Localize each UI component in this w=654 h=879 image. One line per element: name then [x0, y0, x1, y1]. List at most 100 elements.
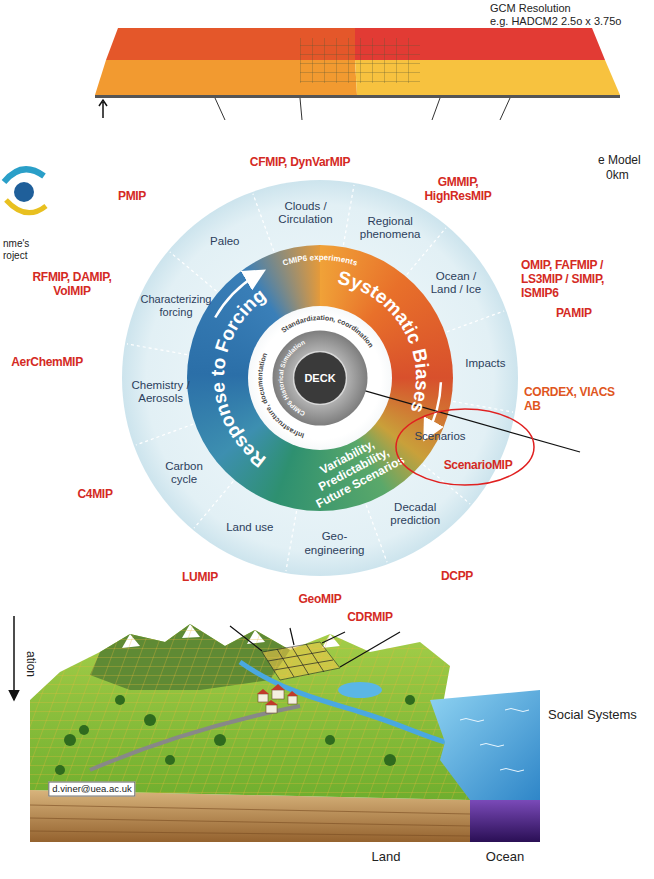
programme-logo-part — [6, 200, 46, 213]
landscape-block-part — [30, 805, 470, 836]
segment-label: Characterizing forcing — [131, 293, 221, 318]
landscape-block-part-part — [288, 696, 297, 704]
segment-divider-part — [127, 344, 187, 355]
area-label: Social Systems — [548, 708, 637, 723]
landscape-block-part — [460, 709, 529, 772]
text-label: 0km — [606, 169, 629, 183]
landscape-block-part — [262, 642, 340, 680]
landscape-block-part — [30, 624, 470, 800]
historical-ring-outline-part — [273, 331, 368, 426]
segment-divider-part — [136, 424, 193, 445]
credit-label: d.viner@uea.ac.uk — [48, 782, 135, 797]
historical-ring: CMIP6 Historical SimulationDECK — [272, 330, 368, 426]
gcm-grid-slab-part — [215, 98, 510, 120]
text-label: e.g. HADCM2 2.5o x 3.75o — [490, 15, 621, 28]
deck-circle-outline-part — [294, 352, 347, 405]
landscape-block-part-part — [115, 695, 125, 705]
segment-label: Chemistry / Aerosols — [128, 379, 194, 405]
landscape-block-part-part — [64, 734, 76, 746]
highlight-ellipse: ScenariosScenarioMIP — [395, 408, 535, 486]
landscape-block-part — [268, 644, 333, 677]
landscape-block-part-part — [258, 694, 268, 702]
landscape-block-part-part — [405, 695, 415, 705]
mip-label: GMMIP, HighResMIP — [418, 176, 498, 204]
landscape-block-part-part — [266, 705, 277, 713]
landscape-block-part-part — [214, 734, 226, 746]
mip-label: OMIP, FAFMIP / LS3MIP / SIMIP, ISMIP6 — [521, 259, 627, 300]
programme-logo — [4, 169, 46, 212]
landscape-block-part-part — [325, 735, 335, 745]
segment-label: Paleo — [210, 235, 239, 248]
landscape-block-part-part — [271, 684, 285, 690]
mip-label: ScenarioMIP — [444, 459, 513, 473]
gcm-grid-slab-part — [300, 38, 420, 83]
mip-label: C4MIP — [77, 488, 112, 502]
landscape-block-part — [338, 682, 382, 698]
axis-label: ation — [23, 651, 37, 677]
landscape-block-part — [90, 706, 300, 770]
landscape-block-part — [230, 626, 400, 667]
segment-label: Impacts — [465, 357, 505, 370]
segment-divider-part — [170, 252, 217, 291]
text-label: GCM Resolution — [490, 2, 571, 15]
area-label: Ocean — [486, 850, 524, 865]
area-label: Land — [372, 850, 401, 865]
landscape-block-part — [55, 695, 415, 775]
programme-logo-part — [14, 182, 34, 202]
landscape-block-part-part — [287, 691, 298, 696]
mip-label: RFMIP, DAMIP, VolMIP — [27, 271, 117, 299]
segment-label: Ocean / Land / Ice — [428, 270, 484, 296]
segment-label: Carbon cycle — [160, 460, 208, 486]
landscape-block-part-part — [79, 725, 89, 735]
mip-label: PAMIP — [556, 307, 592, 321]
segment-divider-part — [366, 505, 387, 562]
text-label: nme's — [3, 238, 29, 250]
mip-label: PMIP — [118, 190, 146, 204]
deck-text: DECK — [293, 351, 347, 405]
landscape-block-part — [258, 690, 297, 713]
landscape-block-part-part — [144, 714, 156, 726]
segment-divider-part — [343, 185, 354, 245]
mip-label: CORDEX, VIACS AB — [524, 386, 624, 414]
segment-label: Scenarios — [414, 430, 465, 443]
landscape-block-part-part — [165, 755, 175, 765]
band-caption-part: CMIP6 experiments — [282, 253, 359, 268]
segment-label: Geo-engineering — [299, 530, 369, 556]
landscape-block-part-part — [265, 700, 278, 705]
segment-label: Land use — [226, 522, 273, 535]
mip-label: CDRMIP — [347, 611, 393, 625]
gcm-grid-slab-part — [95, 95, 620, 98]
mip-label: AerChemMIP — [11, 356, 83, 370]
segment-label: Clouds / Circulation — [271, 199, 341, 225]
deck-circle: DECK — [293, 351, 347, 405]
programme-logo-part — [4, 169, 44, 182]
mip-label: GeoMIP — [299, 593, 342, 607]
landscape-block-part — [13, 616, 15, 700]
highlight-ellipse-outline-part — [396, 409, 534, 485]
segment-divider-part — [447, 311, 504, 332]
landscape-block-part-part — [257, 689, 269, 694]
segment-divider — [127, 185, 513, 571]
text-label: e Model — [598, 154, 641, 168]
mip-label: CFMIP, DynVarMIP — [250, 156, 350, 170]
segment-divider-part — [253, 194, 274, 251]
segment-label: Decadal prediction — [385, 501, 445, 527]
landscape-block-part — [470, 800, 540, 842]
mip-label: LUMIP — [182, 571, 218, 585]
landscape-block-part-part — [384, 754, 396, 766]
landscape-block-part — [430, 690, 540, 800]
segment-label: Regional phenomena — [355, 214, 425, 240]
segment-divider-part — [194, 481, 233, 528]
landscape-block-part-part — [272, 690, 284, 699]
gcm-grid-slab-part — [99, 100, 107, 118]
text-label: roject — [3, 250, 27, 262]
segment-divider-part — [286, 511, 297, 571]
gcm-grid-slab — [95, 28, 620, 120]
highlight-ellipse-outline — [395, 408, 535, 486]
landscape-block-part — [257, 684, 298, 705]
landscape-block-part-part — [55, 765, 65, 775]
band-caption: CMIP6 experiments — [282, 253, 359, 268]
